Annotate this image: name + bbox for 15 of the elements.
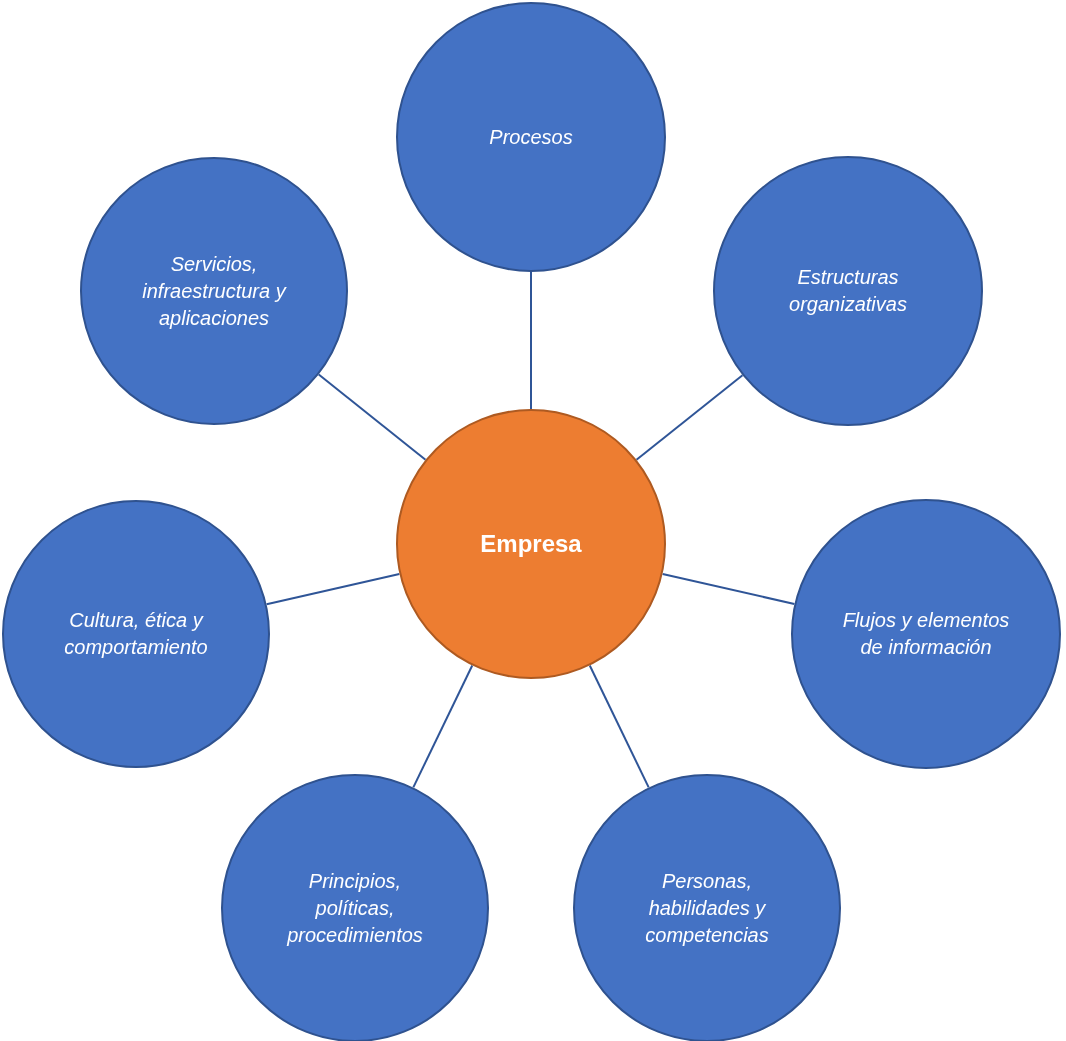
- connector-line: [635, 374, 744, 461]
- circle-label: Servicios, infraestructura y aplicaciones: [141, 251, 288, 331]
- connector-line: [412, 664, 474, 789]
- circle-label: Cultura, ética y comportamiento: [63, 608, 209, 660]
- connector-line: [265, 573, 401, 606]
- circle-label: Principios, políticas, procedimientos: [286, 868, 424, 948]
- circle-label: Procesos: [489, 124, 573, 150]
- connector-line: [530, 271, 532, 410]
- circle-label: Flujos y elementos de información: [841, 608, 1011, 660]
- connector-line: [317, 373, 427, 461]
- connector-line: [661, 573, 796, 605]
- circle-label: Personas, habilidades y competencias: [644, 868, 770, 948]
- circle-label: Estructuras organizativas: [788, 265, 908, 317]
- circle-label: Empresa: [480, 528, 582, 559]
- connector-line: [588, 664, 650, 789]
